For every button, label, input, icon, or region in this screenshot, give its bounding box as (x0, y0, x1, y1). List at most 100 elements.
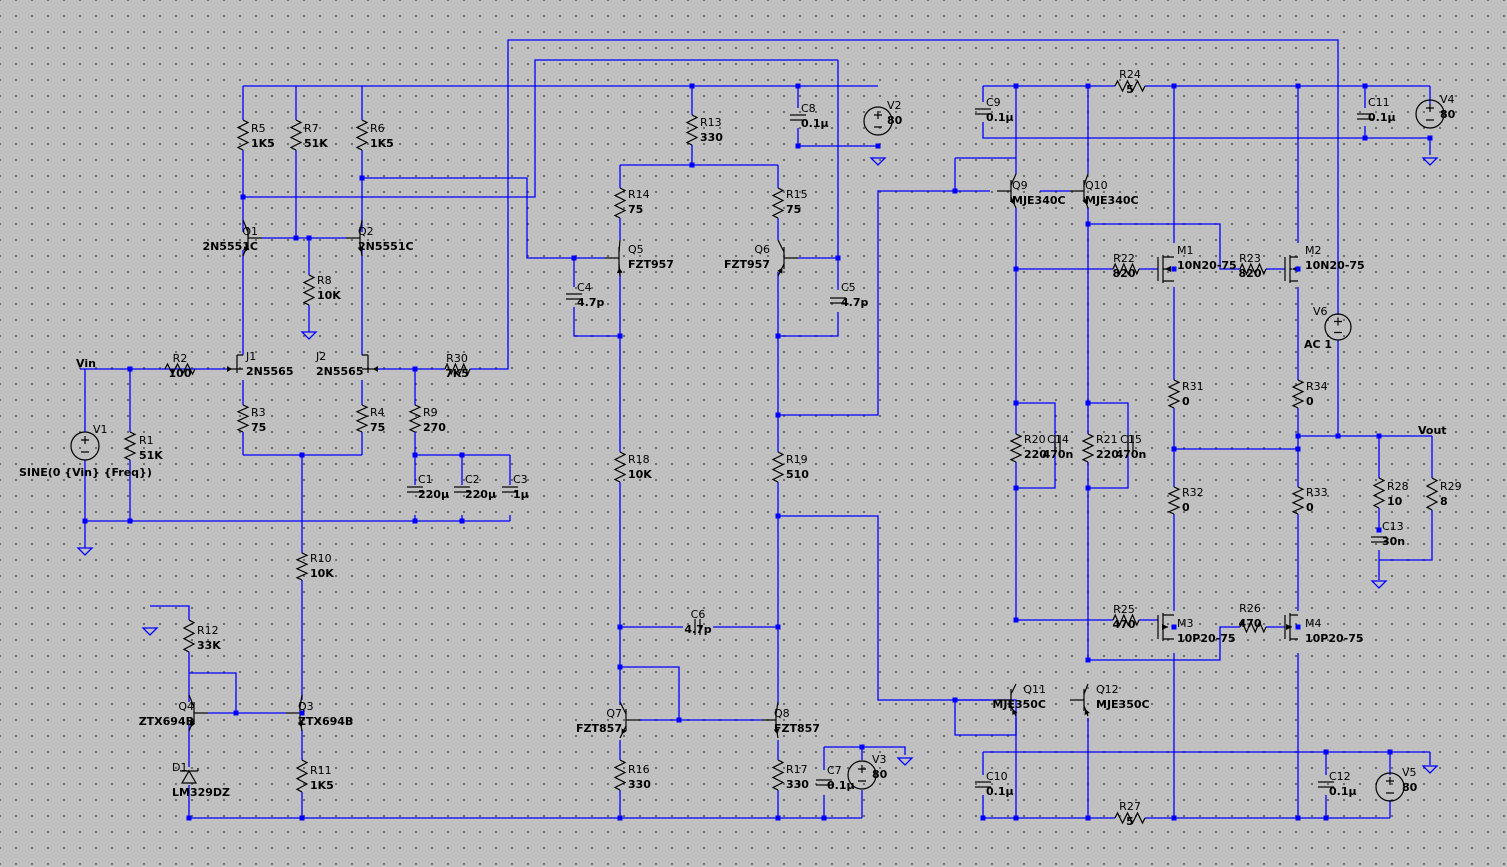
capacitor-c8[interactable] (790, 114, 806, 121)
resistor-r8[interactable] (302, 274, 316, 306)
resistor-r18[interactable] (613, 451, 627, 483)
mosfet-m1-ref: M1 (1177, 244, 1194, 257)
resistor-r14[interactable] (613, 187, 627, 219)
resistor-r30[interactable] (444, 362, 471, 376)
resistor-r1[interactable] (123, 431, 137, 461)
junction-dot (1013, 617, 1019, 623)
resistor-r28[interactable] (1372, 477, 1386, 509)
collector-lead (359, 219, 363, 233)
capacitor-c2[interactable] (454, 486, 470, 493)
transistor-q1[interactable] (242, 219, 262, 257)
capacitor-c1-ref: C1 (418, 473, 433, 486)
resistor-r24[interactable] (1114, 79, 1146, 93)
transistor-q6[interactable] (777, 239, 798, 277)
resistor-r4[interactable] (355, 404, 369, 433)
capacitor-c6[interactable] (694, 619, 701, 635)
transistor-q10[interactable] (1070, 173, 1089, 209)
capacitor-c11[interactable] (1357, 113, 1373, 120)
resistor-r2[interactable] (164, 362, 196, 376)
mosfet-m1[interactable] (1157, 255, 1174, 283)
voltage-source-v3[interactable] (847, 760, 877, 790)
diode-bar (180, 768, 199, 772)
jfet-j1[interactable] (227, 354, 243, 373)
capacitor-c6-ref: C6 (691, 608, 706, 621)
resistor-r13[interactable] (685, 114, 699, 146)
transistor-q5[interactable] (605, 239, 623, 277)
resistor-r32-value: 0 (1182, 501, 1190, 514)
resistor-r26[interactable] (1239, 620, 1267, 634)
junction-dot (1376, 527, 1382, 533)
resistor-r16[interactable] (613, 759, 627, 791)
resistor-r27[interactable] (1114, 811, 1146, 825)
capacitor-c15[interactable] (1127, 435, 1134, 451)
capacitor-c13[interactable] (1371, 536, 1387, 543)
voltage-source-v6[interactable] (1324, 313, 1352, 341)
capacitor-c4[interactable] (566, 293, 582, 300)
mosfet-m3[interactable] (1157, 613, 1174, 641)
resistor-r34[interactable] (1291, 379, 1305, 409)
mosfet-m4[interactable] (1284, 613, 1298, 641)
transistor-q12[interactable] (1070, 683, 1090, 717)
resistor-r22[interactable] (1112, 262, 1140, 276)
resistor-r12[interactable] (182, 619, 196, 653)
junctions (82, 83, 1433, 821)
junction-dot (1085, 485, 1091, 491)
resistor-r3[interactable] (236, 404, 250, 433)
resistor-r11[interactable] (295, 759, 309, 793)
resistor-r33-value: 0 (1306, 501, 1314, 514)
resistor-r15[interactable] (771, 187, 785, 219)
voltage-source-v1[interactable] (70, 431, 100, 461)
transistor-q2[interactable] (346, 219, 364, 257)
resistor-r5[interactable] (236, 119, 250, 151)
voltage-source-v1-value: SINE(0 {Vin} {Freq}) (19, 466, 152, 479)
voltage-source-v2[interactable] (863, 106, 893, 136)
resistor-r25[interactable] (1112, 613, 1140, 627)
resistor-r20[interactable] (1009, 433, 1023, 463)
resistor-r31[interactable] (1167, 379, 1181, 409)
voltage-source-v4[interactable] (1415, 99, 1445, 129)
capacitor-c11-ref: C11 (1368, 96, 1390, 109)
resistor-r33[interactable] (1291, 486, 1305, 515)
resistor-r17[interactable] (771, 759, 785, 791)
junction-dot (1335, 433, 1341, 439)
resistor-r21[interactable] (1081, 433, 1095, 463)
transistor-q11[interactable] (997, 683, 1018, 717)
capacitor-c14[interactable] (1054, 435, 1061, 451)
capacitor-c9[interactable] (975, 108, 991, 115)
capacitor-c5[interactable] (830, 297, 846, 304)
transistor-q8[interactable] (762, 701, 780, 739)
transistor-q7[interactable] (619, 701, 640, 739)
resistor-r29[interactable] (1425, 477, 1439, 511)
resistor-r7[interactable] (289, 119, 303, 151)
resistor-r10[interactable] (295, 552, 309, 581)
junction-dot (775, 412, 781, 418)
junction-dot (1171, 83, 1177, 89)
resistor-r6[interactable] (355, 119, 369, 151)
resistor-body (1114, 79, 1146, 93)
capacitor-c1[interactable] (407, 486, 423, 493)
voltage-source-v5[interactable] (1375, 772, 1405, 802)
transistor-q9[interactable] (997, 173, 1017, 209)
voltage-source-v3-value: 80 (872, 768, 888, 781)
resistor-r14-value: 75 (628, 203, 643, 216)
resistor-r9[interactable] (408, 404, 422, 433)
capacitor-c12[interactable] (1318, 781, 1334, 788)
resistor-r6-ref: R6 (370, 122, 385, 135)
capacitor-c3[interactable] (502, 486, 518, 493)
capacitor-c10[interactable] (975, 781, 991, 788)
labels: R151KR2100R375R475R51K5R61K5R751KR810KR9… (19, 68, 1462, 828)
jfet-j2[interactable] (362, 354, 378, 373)
resistor-r19[interactable] (771, 451, 785, 483)
junction-dot (1171, 446, 1177, 452)
polarity-marks (874, 111, 882, 128)
diode-d1[interactable] (180, 768, 199, 784)
resistor-r23[interactable] (1239, 262, 1267, 276)
capacitor-c7[interactable] (816, 779, 832, 786)
ground-icon (896, 757, 914, 766)
resistor-r32[interactable] (1167, 486, 1181, 515)
transistor-q4[interactable] (188, 694, 208, 732)
